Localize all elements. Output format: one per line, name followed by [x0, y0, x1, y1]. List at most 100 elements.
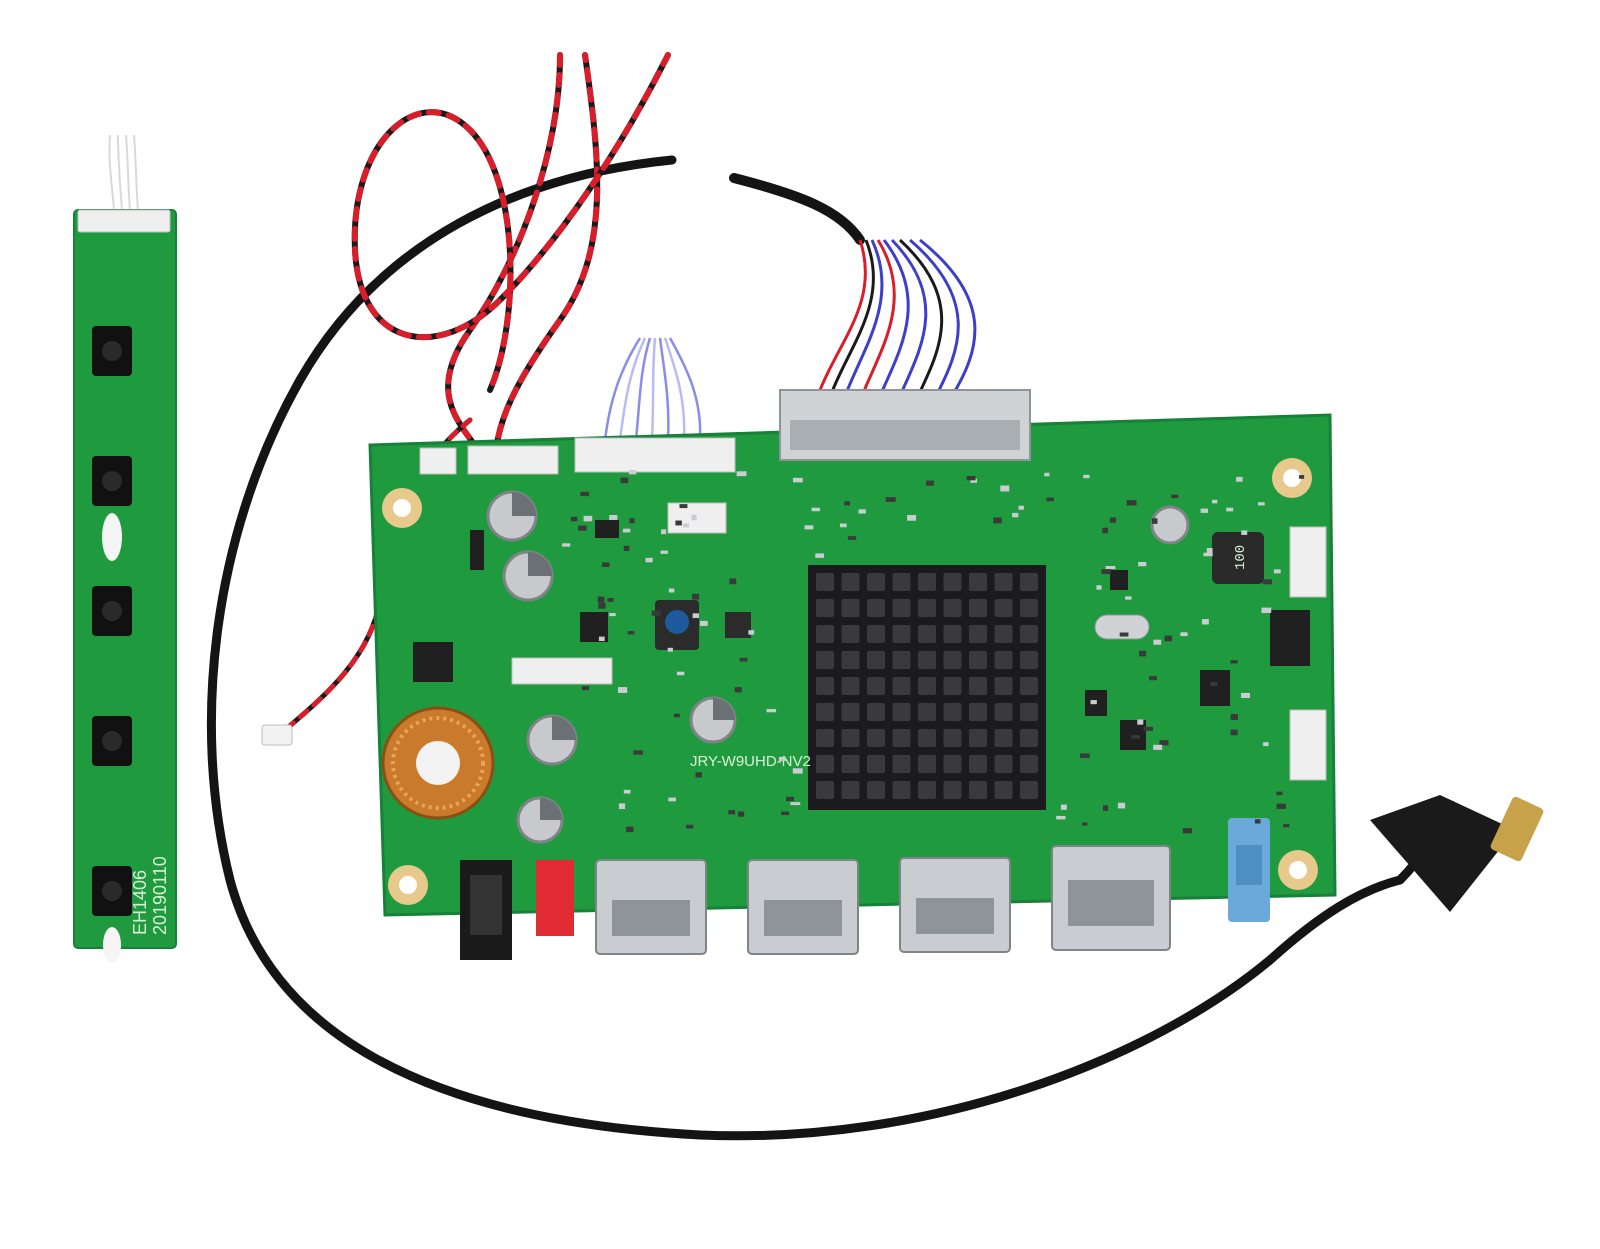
header-connector-red [536, 860, 574, 936]
smd-part [970, 478, 978, 483]
heatsink-fin [969, 703, 987, 721]
heatsink-fin [841, 755, 860, 773]
keypad-slot [102, 513, 122, 561]
smd-part [858, 509, 866, 514]
heatsink-fin [867, 729, 885, 747]
heatsink-fin [943, 573, 962, 591]
smd-part [695, 772, 702, 778]
heatsink-fin [994, 703, 1013, 721]
keypad-wire-bundle [603, 337, 702, 441]
smd-components [562, 470, 1305, 834]
smd-part [1080, 753, 1090, 759]
smd-part [691, 514, 697, 521]
hdmi-port-2[interactable] [747, 859, 859, 955]
heatsink-fin [943, 599, 962, 617]
heatsink-fin [867, 599, 885, 617]
smd-part [1102, 527, 1108, 534]
heatsink-fin [816, 599, 834, 617]
keypad-button[interactable] [92, 456, 132, 506]
heatsink-fin [841, 703, 860, 721]
smd-part [804, 525, 814, 530]
heatsink-fin [994, 781, 1013, 799]
smd-part [885, 497, 896, 502]
smd-part [597, 596, 605, 603]
heatsink-fin [1020, 599, 1038, 617]
smd-part [993, 517, 1002, 524]
keypad-button[interactable] [92, 586, 132, 636]
board-model-label: JRY-W9UHD-NV2 [690, 753, 811, 770]
smd-part [1096, 585, 1102, 590]
smd-part [609, 515, 618, 520]
smd-part [1230, 729, 1238, 736]
smd-part [1060, 804, 1067, 810]
hdmi-port-3[interactable] [899, 857, 1011, 953]
smd-part [622, 528, 631, 533]
heatsink-fin [892, 729, 911, 747]
smd-part [734, 687, 742, 693]
heatsink-fin [994, 677, 1013, 695]
side-connector [1289, 709, 1327, 781]
heatsink-fin [816, 625, 834, 643]
smd-part [627, 631, 635, 635]
heatsink-fin [892, 599, 911, 617]
smd-part [674, 713, 680, 718]
keypad-button[interactable] [92, 716, 132, 766]
lvds-wire-bundle [818, 238, 977, 397]
heatsink-fin [969, 729, 987, 747]
smd-part [629, 518, 635, 524]
edp-cable-end [1370, 795, 1544, 912]
smd-part [728, 810, 736, 815]
heatsink-fin [867, 677, 885, 695]
smd-part [907, 515, 917, 521]
smd-part [1126, 500, 1137, 506]
toroid-inductor [381, 706, 495, 820]
mounting-hole [1272, 458, 1312, 498]
displayport-port[interactable] [1051, 845, 1171, 951]
lvds-cable-top [729, 173, 865, 245]
keypad-button[interactable] [92, 326, 132, 376]
smd-part [1241, 692, 1250, 699]
keypad-button[interactable] [92, 866, 132, 916]
heatsink-fin [816, 703, 834, 721]
heatsink-fin [918, 677, 936, 695]
heatsink-fin [943, 729, 962, 747]
smd-part [1257, 502, 1265, 506]
smd-part [1153, 744, 1163, 750]
heatsink-fin [816, 573, 834, 591]
heatsink-fin [816, 729, 834, 747]
smd-part [1151, 518, 1158, 524]
keypad-label-line1: EH1406 [130, 870, 150, 935]
smd-part [1182, 828, 1193, 834]
smd-part [661, 529, 667, 535]
smd-part [1103, 805, 1109, 811]
smd-part [739, 657, 748, 662]
heatsink-fin [892, 781, 911, 799]
heatsink-fin [867, 651, 885, 669]
hdmi-port-1[interactable] [595, 859, 707, 955]
smd-part [729, 578, 737, 585]
heatsink-fin [969, 755, 987, 773]
mounting-hole [1278, 850, 1318, 890]
smd-part [1119, 632, 1129, 637]
smd-part [668, 588, 675, 593]
heatsink-fin [943, 781, 962, 799]
smd-part [1241, 530, 1248, 535]
audio-jack[interactable] [1228, 818, 1270, 922]
heatsink-fin [994, 729, 1013, 747]
smd-part [792, 768, 803, 774]
smd-part [811, 507, 821, 512]
smd-part [607, 598, 614, 602]
keypad-connector [77, 209, 171, 233]
smd-part [645, 557, 653, 563]
heatsink-fin [943, 703, 962, 721]
smd-part [966, 476, 976, 481]
keypad-board: EH1406 20190110 [73, 209, 177, 963]
smd-part [676, 671, 685, 676]
dc-power-jack[interactable] [460, 860, 512, 960]
ic-chip [595, 520, 619, 538]
smd-part [1200, 508, 1209, 513]
ic-chip [413, 642, 453, 682]
heatsink-fin [867, 625, 885, 643]
heatsink-fin [892, 573, 911, 591]
heatsink-fin [918, 651, 936, 669]
